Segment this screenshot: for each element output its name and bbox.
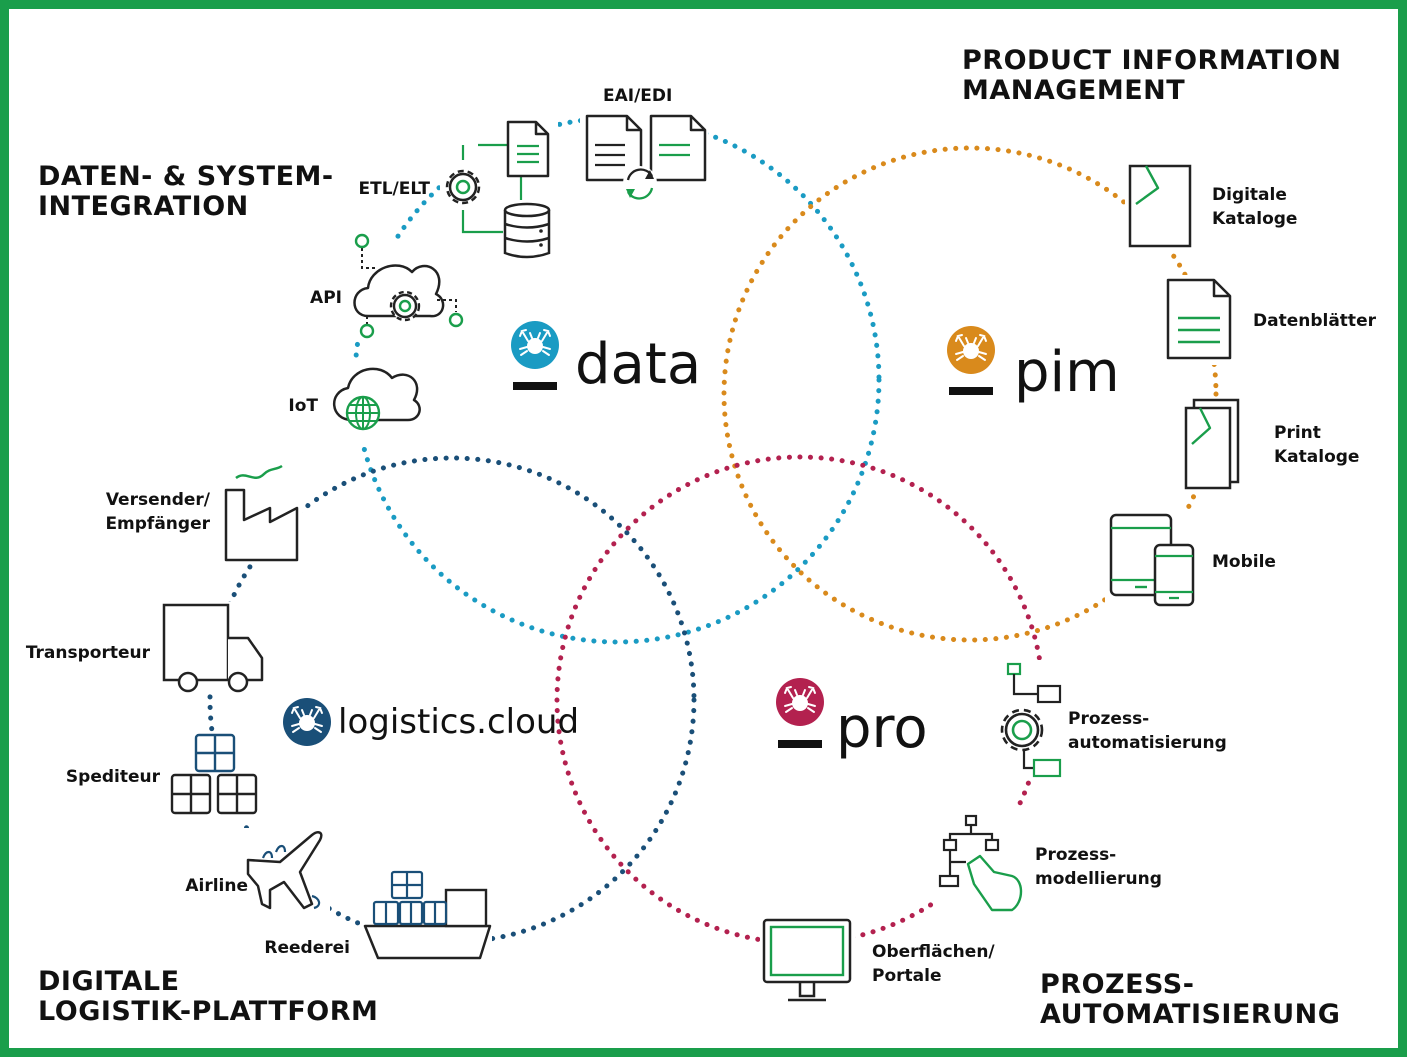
label-line: Kataloge <box>1212 209 1298 229</box>
brand-logistics: logistics.cloud <box>338 702 580 742</box>
label-line: Prozess- <box>1035 845 1117 865</box>
label-eai-edi: EAI/EDI <box>603 86 673 106</box>
section-line: PRODUCT INFORMATION <box>962 45 1342 76</box>
brand-data: data <box>575 332 702 397</box>
datasheet-icon <box>1166 278 1232 360</box>
label-line: Oberflächen/ <box>872 942 995 962</box>
label-reederei: Reederei <box>264 938 350 958</box>
data-circle <box>352 115 882 645</box>
gear-icon <box>445 169 481 205</box>
section-logistics: DIGITALE LOGISTIK-PLATTFORM <box>38 967 378 1027</box>
section-line: INTEGRATION <box>38 191 249 222</box>
label-transporteur: Transporteur <box>25 643 150 663</box>
truck-icon <box>162 603 264 693</box>
catalog-icon <box>1128 164 1192 248</box>
packages-icon <box>170 733 258 815</box>
label-line: Digitale <box>1212 185 1287 205</box>
section-pim: PRODUCT INFORMATION MANAGEMENT <box>962 46 1342 106</box>
label-prozessautomatisierung: Prozess- automatisierung <box>1068 707 1227 755</box>
database-icon <box>503 202 551 259</box>
label-line: Prozess- <box>1068 709 1150 729</box>
label-oberflaechen: Oberflächen/ Portale <box>872 940 995 988</box>
print-catalog-icon <box>1184 398 1240 490</box>
label-versender: Versender/ Empfänger <box>70 488 210 536</box>
pim-circle <box>721 145 1219 643</box>
section-process: PROZESS- AUTOMATISIERUNG <box>1040 970 1340 1030</box>
etl-connectors <box>461 143 523 234</box>
label-line: Kataloge <box>1274 447 1360 467</box>
label-iot: IoT <box>288 396 318 416</box>
section-line: MANAGEMENT <box>962 75 1186 106</box>
label-line: Empfänger <box>105 514 210 534</box>
section-line: DATEN- & SYSTEM- <box>38 161 334 192</box>
label-datenblaetter: Datenblätter <box>1253 311 1376 331</box>
label-api: API <box>310 288 342 308</box>
section-line: AUTOMATISIERUNG <box>1040 999 1341 1030</box>
label-line: modellierung <box>1035 869 1162 889</box>
label-line: Portale <box>872 966 942 986</box>
section-line: PROZESS- <box>1040 969 1195 1000</box>
ship-icon <box>363 870 492 960</box>
brand-pim: pim <box>1014 340 1120 405</box>
label-line: Print <box>1274 423 1321 443</box>
edi-documents-icon <box>585 114 707 200</box>
label-airline: Airline <box>185 876 248 896</box>
api-cloud-icon <box>353 233 464 339</box>
label-line: automatisierung <box>1068 733 1227 753</box>
airplane-icon <box>246 831 323 910</box>
section-data-integration: DATEN- & SYSTEM- INTEGRATION <box>38 162 334 222</box>
factory-icon <box>224 464 299 562</box>
label-prozessmodellierung: Prozess- modellierung <box>1035 843 1162 891</box>
label-mobile: Mobile <box>1212 552 1276 572</box>
globe-icon <box>345 395 381 431</box>
label-line: Versender/ <box>105 490 210 510</box>
process-model-icon <box>938 814 1023 912</box>
logo-icon <box>283 321 995 748</box>
section-line: DIGITALE <box>38 966 180 997</box>
process-gear-icon <box>1000 662 1062 778</box>
brand-pro: pro <box>836 696 928 761</box>
label-print-kataloge: Print Kataloge <box>1274 421 1359 469</box>
label-spediteur: Spediteur <box>65 767 160 787</box>
label-etl-elt: ETL/ELT <box>358 179 430 199</box>
document-icon <box>506 120 550 178</box>
monitor-icon <box>762 918 852 1002</box>
mobile-devices-icon <box>1109 513 1195 607</box>
section-line: LOGISTIK-PLATTFORM <box>38 996 379 1027</box>
label-digitale-kataloge: Digitale Kataloge <box>1212 183 1297 231</box>
